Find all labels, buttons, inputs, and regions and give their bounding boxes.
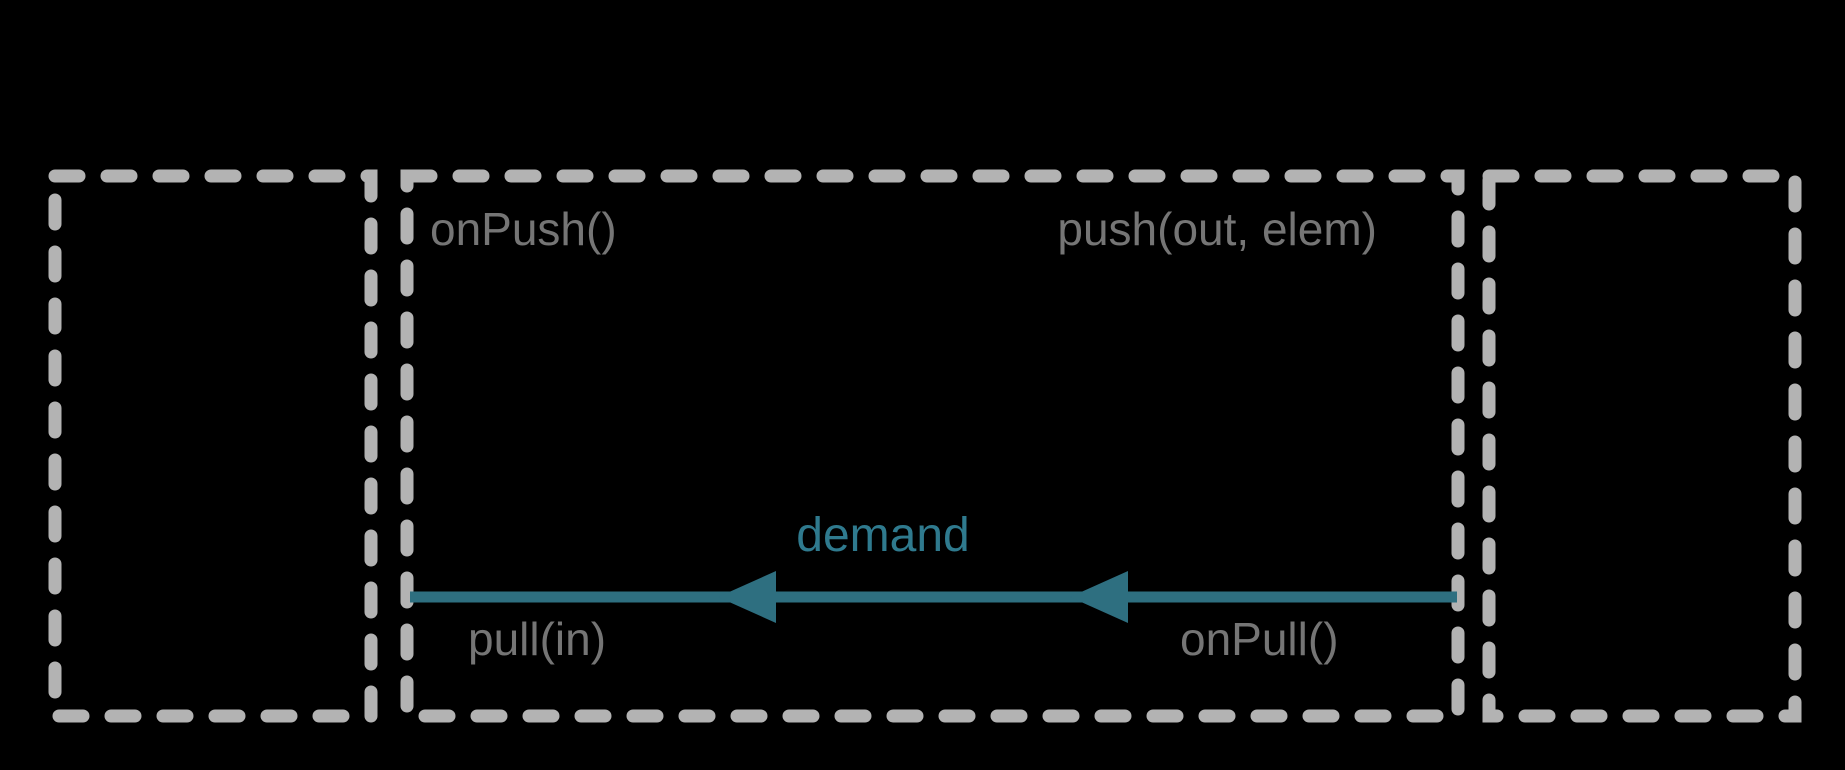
pull-in-label: pull(in) — [468, 613, 607, 665]
push-out-elem-label: push(out, elem) — [1057, 203, 1377, 255]
onpull-label: onPull() — [1180, 613, 1339, 665]
demand-label: demand — [796, 509, 970, 562]
left-dashed-box — [48, 169, 378, 723]
right-dashed-box — [1482, 169, 1802, 723]
onpush-label: onPush() — [430, 203, 617, 255]
right-arrowhead-icon — [1070, 571, 1128, 623]
middle-dashed-box — [400, 169, 1465, 723]
left-arrowhead-icon — [718, 571, 776, 623]
